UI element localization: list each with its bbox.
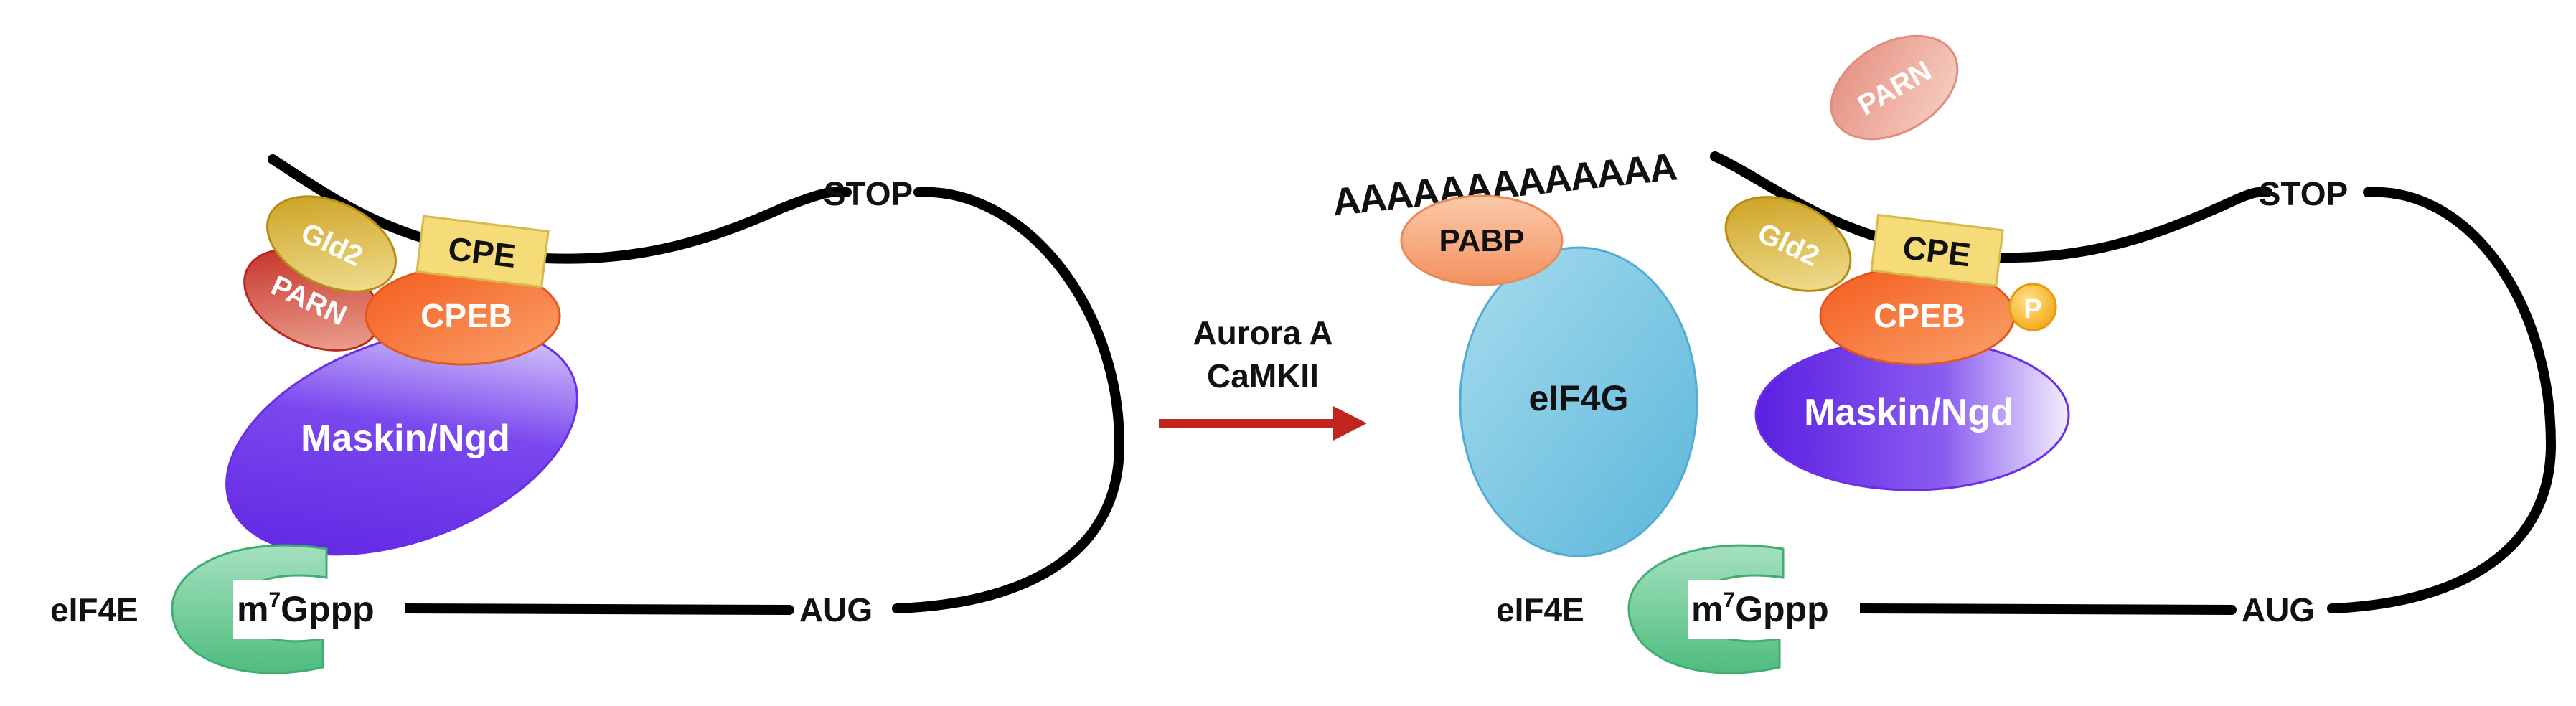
right-gld2 (1724, 196, 1852, 292)
kinase-camkii: CaMKII (1207, 357, 1319, 395)
right-maskin-label: Maskin/Ngd (1804, 392, 2013, 433)
svg-text:CPE: CPE (446, 230, 518, 275)
left-gld2 (265, 195, 398, 293)
left-stop-codon: STOP (824, 175, 913, 212)
svg-text:CPE: CPE (1901, 228, 1973, 273)
right-cpeb-label: CPEB (1874, 297, 1965, 334)
left-mrna-5prime (397, 603, 794, 615)
right-cap-box (1688, 580, 1860, 639)
right-phosphate-label: P (2023, 294, 2041, 324)
kinase-aurora-a: Aurora A (1193, 314, 1332, 352)
transition: Aurora A CaMKII (1159, 314, 1367, 441)
right-eif4e-label: eIF4E (1496, 591, 1584, 629)
right-pabp-label: PABP (1439, 223, 1525, 258)
left-cpeb-label: CPEB (420, 297, 512, 334)
left-mrna-loop (892, 187, 1125, 613)
transition-arrow-head (1333, 406, 1367, 441)
right-stop-codon: STOP (2259, 175, 2348, 212)
right-mrna-strand (1710, 151, 2272, 263)
right-mrna-5prime (1853, 603, 2237, 615)
left-maskin-ngd (225, 326, 578, 556)
right-mrna-loop (2327, 187, 2557, 613)
right-pabp (1400, 194, 1564, 286)
right-start-codon: AUG (2242, 591, 2315, 629)
left-maskin-label: Maskin/Ngd (301, 418, 510, 459)
right-eif4g (1459, 246, 1698, 557)
right-cpe-element: CPE (1870, 213, 2004, 287)
right-parn-released (1830, 34, 1959, 141)
left-cap-box (233, 580, 405, 639)
right-cap-structure: m7Gppp (1691, 588, 1829, 629)
left-cpe-element: CPE (415, 215, 550, 288)
right-phosphate (2008, 283, 2057, 331)
right-state: AAAAAAAAAAAAA STOP AUG PARN eIF4G PABP M… (1330, 34, 2557, 674)
left-start-codon: AUG (799, 591, 873, 629)
right-eif4g-label: eIF4G (1529, 378, 1629, 418)
left-eif4e-label: eIF4E (50, 591, 138, 629)
left-cap-structure: m7Gppp (237, 588, 375, 629)
left-state: STOP AUG Maskin/Ngd PARN Gld2 CPEB CPE m… (50, 154, 1125, 674)
